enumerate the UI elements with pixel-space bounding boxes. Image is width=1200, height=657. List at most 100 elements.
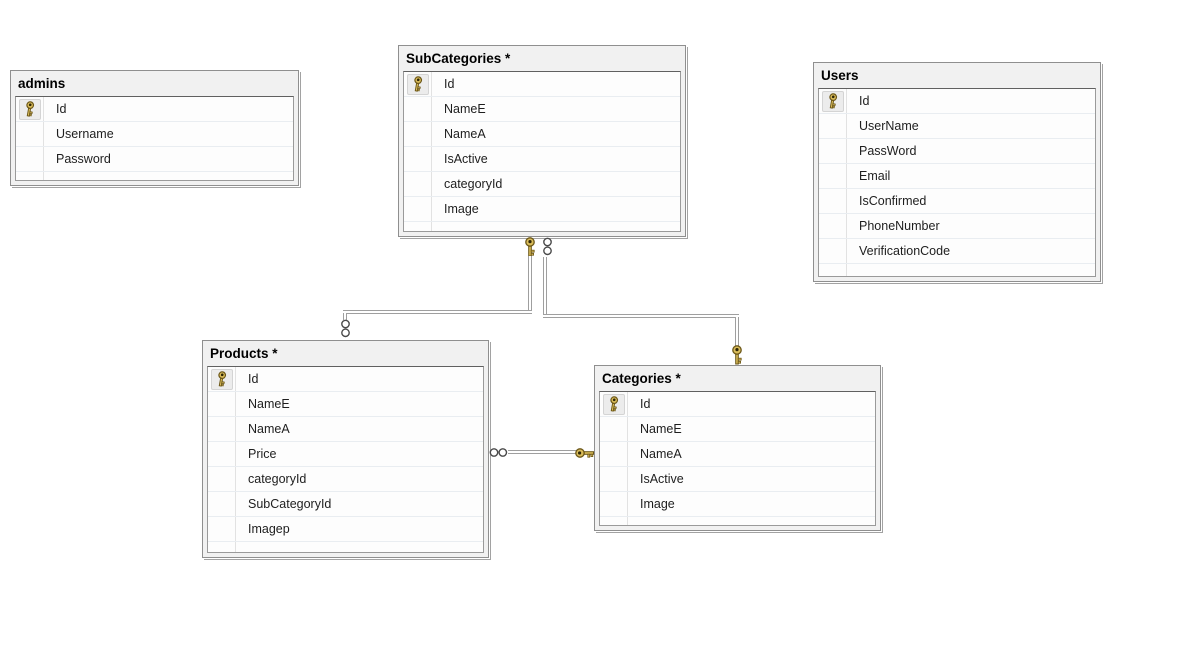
table-title-users[interactable]: Users xyxy=(821,68,859,83)
column-row-NameE[interactable]: NameE xyxy=(404,97,680,122)
column-row-Imagep[interactable]: Imagep xyxy=(208,517,483,542)
column-name: UserName xyxy=(859,119,919,133)
column-name: IsActive xyxy=(444,152,488,166)
column-name: NameE xyxy=(444,102,486,116)
icon-cell xyxy=(208,467,236,491)
icon-cell xyxy=(600,517,628,525)
empty-row xyxy=(600,517,875,525)
column-row-Id[interactable]: Id xyxy=(600,392,875,417)
column-row-IsActive[interactable]: IsActive xyxy=(600,467,875,492)
column-name: Email xyxy=(859,169,891,183)
column-name: NameA xyxy=(444,127,486,141)
column-row-UserName[interactable]: UserName xyxy=(819,114,1095,139)
icon-cell xyxy=(208,442,236,466)
many-end-infinity-icon[interactable] xyxy=(340,319,351,340)
one-end-key-icon[interactable] xyxy=(523,237,537,257)
column-name: Password xyxy=(56,152,111,166)
icon-cell xyxy=(819,164,847,188)
primary-key-icon xyxy=(600,392,628,416)
column-row-NameA[interactable]: NameA xyxy=(208,417,483,442)
column-name: IsActive xyxy=(640,472,684,486)
column-row-VerificationCode[interactable]: VerificationCode xyxy=(819,239,1095,264)
icon-cell xyxy=(819,214,847,238)
column-row-Username[interactable]: Username xyxy=(16,122,293,147)
empty-row xyxy=(819,264,1095,276)
primary-key-icon xyxy=(208,367,236,391)
connector-categories-products-h[interactable] xyxy=(508,450,578,454)
icon-cell xyxy=(16,172,44,180)
icon-cell xyxy=(600,417,628,441)
table-title-admins[interactable]: admins xyxy=(18,76,66,91)
column-name: Imagep xyxy=(248,522,290,536)
column-row-SubCategoryId[interactable]: SubCategoryId xyxy=(208,492,483,517)
icon-cell xyxy=(404,222,432,231)
column-row-NameA[interactable]: NameA xyxy=(600,442,875,467)
many-end-infinity-icon[interactable] xyxy=(542,237,553,258)
icon-cell xyxy=(208,517,236,541)
column-row-NameE[interactable]: NameE xyxy=(208,392,483,417)
column-row-categoryId[interactable]: categoryId xyxy=(404,172,680,197)
column-row-Password[interactable]: Password xyxy=(16,147,293,172)
column-name: Price xyxy=(248,447,277,461)
column-name: PassWord xyxy=(859,144,917,158)
icon-cell xyxy=(208,492,236,516)
icon-cell xyxy=(819,239,847,263)
icon-cell xyxy=(819,189,847,213)
column-name: NameA xyxy=(640,447,682,461)
column-name: Id xyxy=(56,102,67,116)
column-row-Id[interactable]: Id xyxy=(404,72,680,97)
column-row-Id[interactable]: Id xyxy=(208,367,483,392)
icon-cell xyxy=(208,417,236,441)
column-row-Image[interactable]: Image xyxy=(600,492,875,517)
table-title-products[interactable]: Products * xyxy=(210,346,278,361)
connector-categories-subcategories-h[interactable] xyxy=(543,314,739,318)
column-name: SubCategoryId xyxy=(248,497,332,511)
column-name: Image xyxy=(444,202,479,216)
column-name: Id xyxy=(248,372,259,386)
icon-cell xyxy=(404,172,432,196)
empty-row xyxy=(208,542,483,552)
column-row-NameA[interactable]: NameA xyxy=(404,122,680,147)
column-name: Id xyxy=(444,77,455,91)
table-title-categories[interactable]: Categories * xyxy=(602,371,681,386)
icon-cell xyxy=(404,147,432,171)
connector-categories-subcategories-v1[interactable] xyxy=(543,257,547,318)
icon-cell xyxy=(208,542,236,552)
one-end-key-icon[interactable] xyxy=(730,345,744,365)
column-name: Username xyxy=(56,127,114,141)
column-row-Image[interactable]: Image xyxy=(404,197,680,222)
empty-row xyxy=(404,222,680,231)
column-row-IsConfirmed[interactable]: IsConfirmed xyxy=(819,189,1095,214)
column-row-Email[interactable]: Email xyxy=(819,164,1095,189)
column-row-Price[interactable]: Price xyxy=(208,442,483,467)
connector-categories-subcategories-v2[interactable] xyxy=(735,317,739,347)
many-end-infinity-icon[interactable] xyxy=(489,447,510,458)
column-row-categoryId[interactable]: categoryId xyxy=(208,467,483,492)
column-row-Id[interactable]: Id xyxy=(16,97,293,122)
column-row-IsActive[interactable]: IsActive xyxy=(404,147,680,172)
table-title-subcategories[interactable]: SubCategories * xyxy=(406,51,511,66)
empty-row xyxy=(16,172,293,180)
column-row-Id[interactable]: Id xyxy=(819,89,1095,114)
column-row-PassWord[interactable]: PassWord xyxy=(819,139,1095,164)
column-row-NameE[interactable]: NameE xyxy=(600,417,875,442)
connector-subcategories-products-v1[interactable] xyxy=(528,256,532,314)
connector-subcategories-products-v2[interactable] xyxy=(343,313,347,320)
icon-cell xyxy=(600,442,628,466)
connector-subcategories-products-h[interactable] xyxy=(343,310,532,314)
column-row-PhoneNumber[interactable]: PhoneNumber xyxy=(819,214,1095,239)
one-end-key-icon[interactable] xyxy=(575,446,594,460)
column-name: Image xyxy=(640,497,675,511)
icon-cell xyxy=(404,197,432,221)
icon-cell xyxy=(16,147,44,171)
